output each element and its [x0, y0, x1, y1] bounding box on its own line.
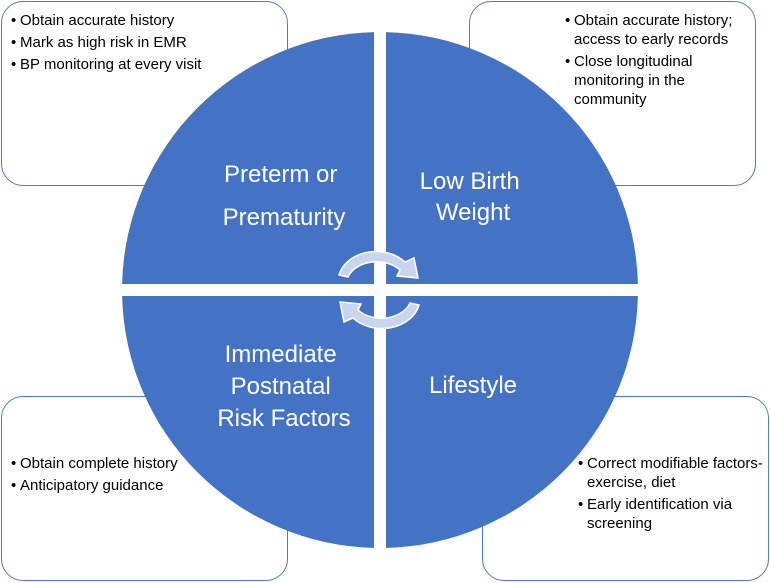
list-item: Early identification via screening [578, 495, 763, 533]
list-item: Obtain accurate history [11, 11, 281, 30]
list-item: Obtain complete history [11, 454, 281, 473]
upper-cycle-arrow-icon [338, 250, 419, 279]
quadrant-top-right [386, 32, 638, 284]
card-top-right-list: Obtain accurate history; access to early… [565, 11, 745, 112]
cycle-arrows [338, 250, 420, 330]
list-item: Mark as high risk in EMR [11, 33, 281, 52]
list-item: Obtain accurate history; access to early… [565, 11, 745, 49]
card-bottom-left-list: Obtain complete history Anticipatory gui… [11, 454, 281, 498]
quadrant-bottom-left-label: Immediate Postnatal Risk Factors [217, 341, 350, 432]
card-top-left-list: Obtain accurate history Mark as high ris… [11, 11, 281, 77]
list-item: Close longitudinal monitoring in the com… [565, 52, 745, 109]
lower-cycle-arrow-icon [339, 301, 420, 330]
quadrant-top-left-label: Preterm or Prematurity [223, 161, 346, 231]
quadrant-bottom-left [122, 296, 374, 548]
quadrant-top-right-label: Low Birth Weight [420, 168, 527, 226]
list-item: Anticipatory guidance [11, 476, 281, 495]
list-item: Correct modifiable factors-exercise, die… [578, 454, 763, 492]
card-bottom-right-list: Correct modifiable factors-exercise, die… [578, 454, 763, 536]
list-item: BP monitoring at every visit [11, 55, 281, 74]
quadrant-bottom-right-label: Lifestyle [429, 372, 517, 399]
quadrant-top-left [122, 32, 374, 284]
quadrant-bottom-right [386, 296, 638, 548]
